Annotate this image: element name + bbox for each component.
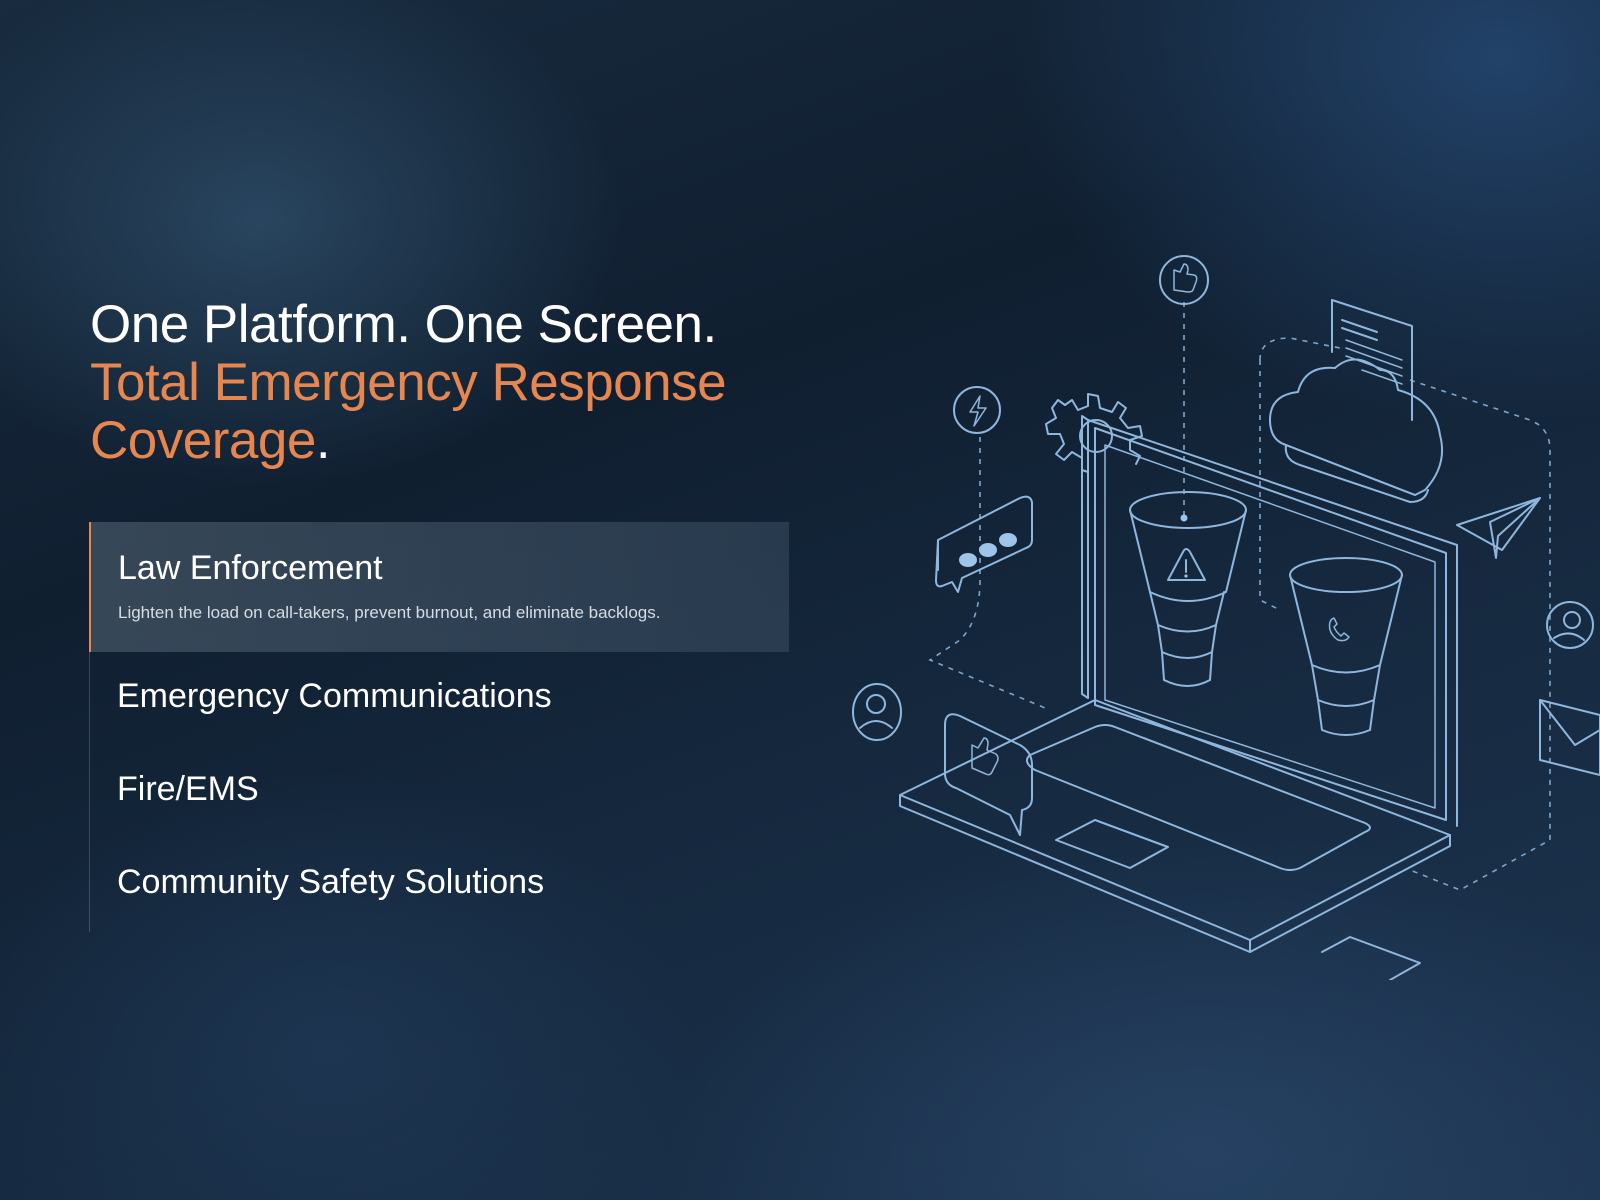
menu-item-label: Emergency Communications — [117, 677, 552, 715]
cloud-icon — [1269, 358, 1444, 503]
menu-item-label: Law Enforcement — [118, 549, 383, 587]
menu-item-emergency-communications[interactable]: Emergency Communications — [90, 652, 790, 745]
headline-line-3-text: Coverage — [90, 411, 316, 470]
solutions-menu: Law Enforcement Lighten the load on call… — [89, 522, 790, 932]
headline-period: . — [315, 411, 331, 470]
page-headline: One Platform. One Screen. Total Emergenc… — [90, 296, 810, 470]
headline-line-2: Total Emergency Response — [90, 353, 727, 412]
menu-item-label: Community Safety Solutions — [117, 863, 545, 901]
menu-item-fire-ems[interactable]: Fire/EMS — [90, 745, 790, 838]
menu-item-description: Lighten the load on call-takers, prevent… — [118, 603, 661, 622]
warning-icon — [1129, 491, 1247, 687]
envelope-icon — [1539, 699, 1600, 776]
gear-icon — [1045, 393, 1143, 473]
paper-plane-icon — [1456, 497, 1541, 559]
document-icon — [1331, 299, 1413, 421]
headline-line-1: One Platform. One Screen. — [90, 295, 717, 354]
menu-item-label: Fire/EMS — [117, 770, 259, 808]
user-icon — [1546, 601, 1594, 649]
thumbs-up-icon — [1159, 255, 1209, 305]
phone-icon — [1289, 557, 1403, 736]
menu-item-community-safety-solutions[interactable]: Community Safety Solutions — [90, 838, 790, 931]
menu-item-law-enforcement[interactable]: Law Enforcement Lighten the load on call… — [89, 522, 789, 652]
laptop-icon — [899, 415, 1458, 953]
platform-illustration — [850, 240, 1600, 980]
chat-bubble-icon — [935, 495, 1033, 593]
thumbs-up-icon — [944, 713, 1033, 836]
headline-line-3: Coverage. — [90, 412, 810, 470]
floating-tile — [1321, 936, 1421, 980]
user-icon — [852, 683, 902, 741]
lightning-icon — [953, 386, 1001, 434]
